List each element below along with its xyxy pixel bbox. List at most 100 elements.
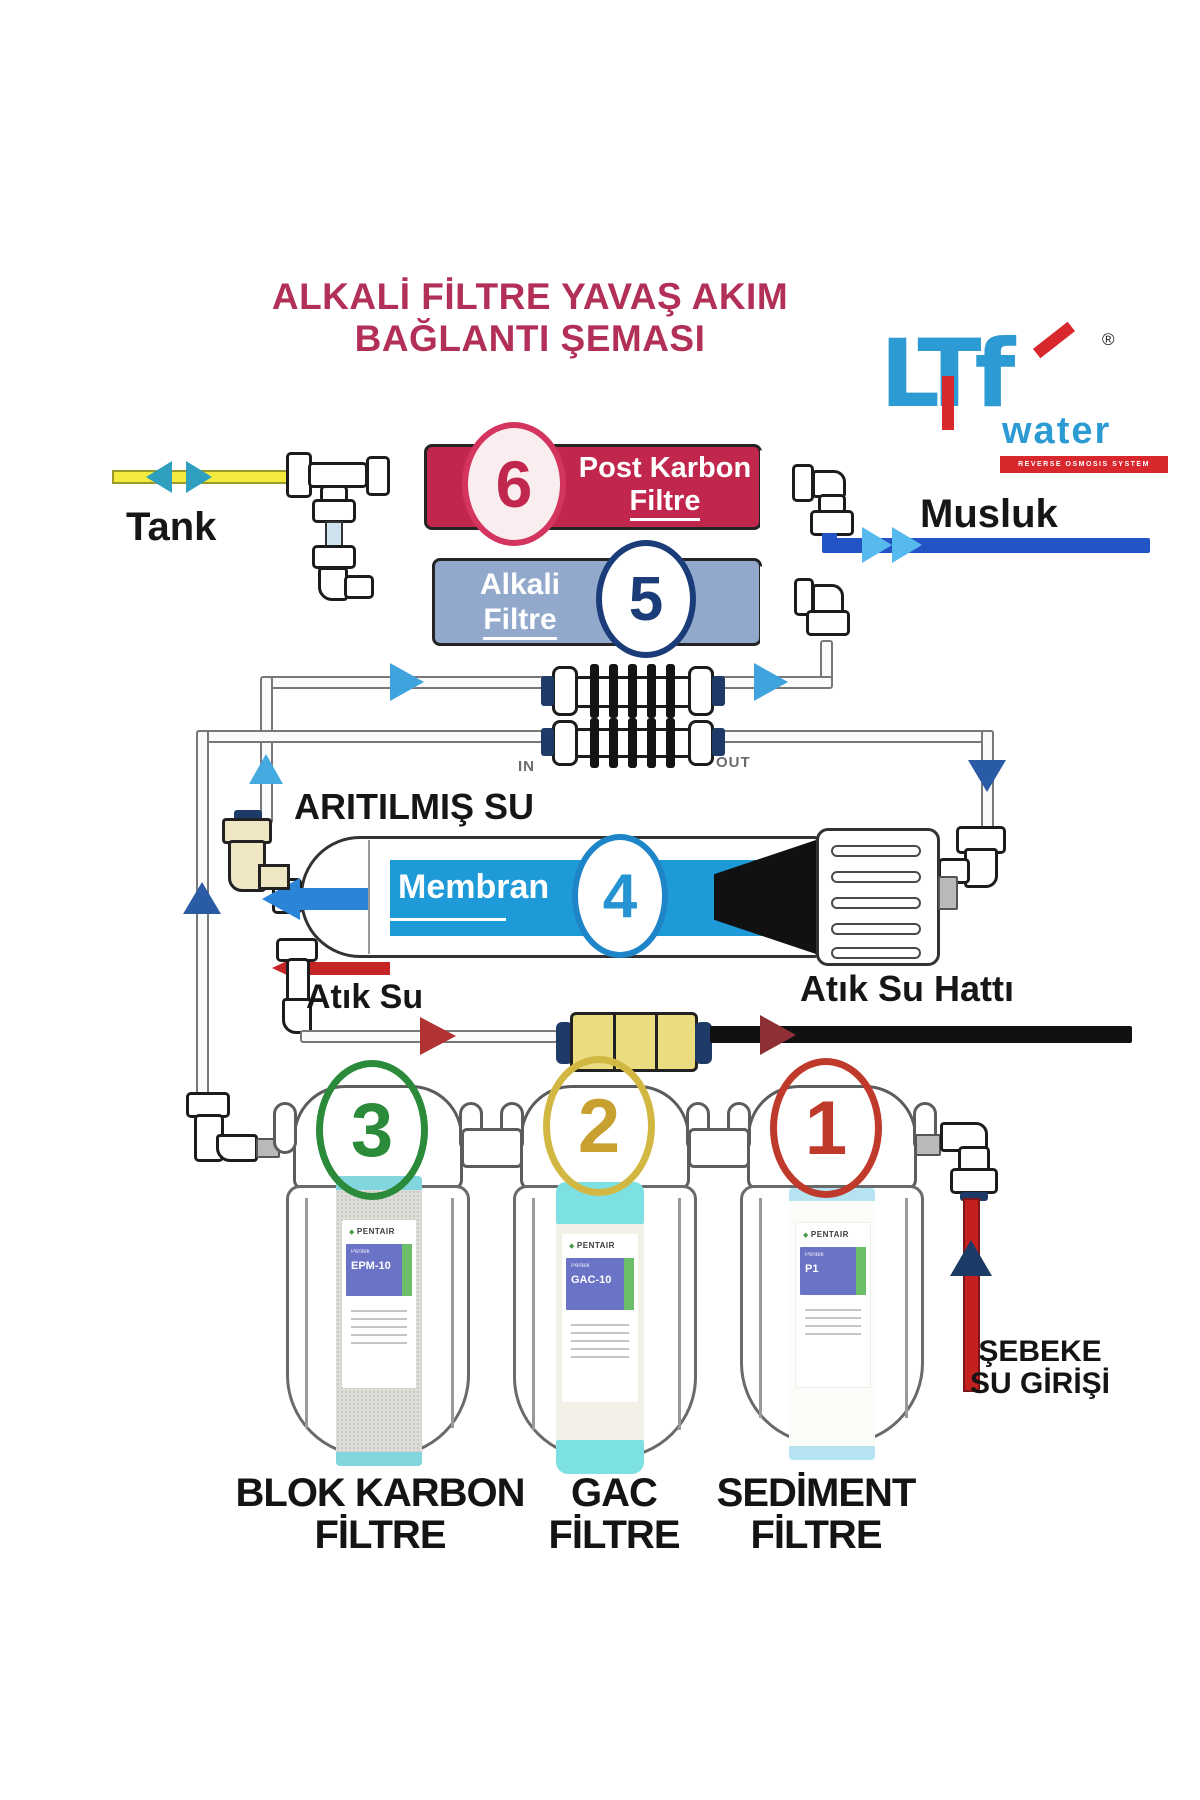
sebeke-line1: ŞEBEKE [978, 1335, 1102, 1368]
stage1-label: SEDİMENT FİLTRE [676, 1472, 956, 1556]
pentair-logo-icon: ◆ [803, 1232, 809, 1239]
logo-water-text: water [1002, 410, 1112, 452]
cap-slot [831, 897, 921, 909]
tank-label: Tank [126, 505, 217, 549]
filter6-outlet-stub [792, 464, 814, 502]
housing-wall-line [532, 1198, 535, 1430]
coupling-rib [609, 718, 618, 768]
cartridge-brand: ◆PENTAIR [569, 1241, 615, 1250]
permeate-flow-arrow-icon [754, 663, 788, 701]
housing1-inlet-stub [915, 1134, 941, 1156]
waste-line-black [710, 1026, 1132, 1043]
cartridge-spec-lines [342, 1304, 416, 1350]
filter6-name-line2: Filtre [570, 485, 760, 522]
title-line1: ALKALİ FİLTRE YAVAŞ AKIM [271, 276, 789, 317]
housing-wall-line [905, 1198, 908, 1418]
filter5-elbow-nut [806, 610, 850, 636]
coupling-rib [590, 718, 599, 768]
membrane-ribbed-cap [816, 828, 940, 966]
feed-pipe-horizontal [196, 730, 556, 743]
feed-pipe-vertical [196, 730, 209, 1098]
filter5-name-line1: Alkali [479, 568, 561, 601]
filter6-name-line1: Post Karbon [578, 452, 752, 484]
atik-su-hatti-label: Atık Su Hattı [800, 968, 1015, 1009]
stage2-label: GAC FİLTRE [474, 1472, 754, 1556]
feed-arrow-up-icon [183, 882, 221, 914]
mains-nut-edge [960, 1192, 988, 1201]
pentair-logo-icon: ◆ [569, 1243, 575, 1250]
cartridge-spec-lines [562, 1318, 638, 1364]
stage1-label-line1: SEDİMENT [716, 1471, 917, 1515]
coupling-out-label: OUT [716, 754, 751, 771]
stage-5-badge: 5 [596, 540, 696, 658]
tee-elbow-arm [344, 575, 374, 599]
stage-3-badge: 3 [316, 1060, 428, 1200]
restrictor-seam [613, 1015, 616, 1069]
housing3-ear-left [273, 1102, 297, 1154]
cartridge-brand: ◆PENTAIR [349, 1227, 395, 1236]
cartridge-series: Pentek [351, 1249, 370, 1255]
cap-slot [831, 947, 921, 959]
brass-elbow-cap [222, 818, 272, 844]
tank-flow-right-arrow-icon [186, 461, 212, 493]
permeate-out-arrow-tail [298, 888, 368, 910]
coupling-bottom-left-ring [552, 720, 578, 766]
coupling-rib [609, 664, 618, 718]
filter6-left-cone [390, 450, 426, 534]
page-title: ALKALİ FİLTRE YAVAŞ AKIM BAĞLANTI ŞEMASI [140, 276, 920, 360]
cartridge-model-block: Pentek GAC-10 [566, 1258, 634, 1310]
brass-elbow-arm [258, 864, 290, 890]
logo-tagline-banner: REVERSE OSMOSIS SYSTEM [1000, 456, 1168, 473]
cartridge-series: Pentek [571, 1263, 590, 1269]
coupling-rib [628, 664, 637, 718]
coupling-top-right-cap [712, 676, 725, 706]
sebeke-label: ŞEBEKE SU GİRİŞİ [910, 1336, 1170, 1399]
cartridge-green-stripe [856, 1247, 866, 1295]
mains-flow-arrow-icon [950, 1240, 992, 1276]
logo-red-slash [1032, 321, 1076, 359]
coupling-rib [590, 664, 599, 718]
coupling-top-left-cap [541, 676, 554, 706]
filter5-name-line2: Filtre [445, 602, 595, 640]
coupling-in-label: IN [518, 758, 535, 775]
filter6-inlet-stub [366, 456, 390, 496]
stage-6-badge: 6 [462, 422, 566, 546]
faucet-flow-arrow-icon [862, 527, 892, 563]
cap-slot [831, 871, 921, 883]
housing3-feed-elbow [216, 1134, 258, 1162]
mains-elbow-nut [950, 1168, 998, 1194]
housing-wall-line [305, 1198, 308, 1428]
permeate-pipe-vertical [260, 676, 273, 824]
waste-out-arrow-tail [304, 962, 390, 975]
membrane-feed-horizontal [712, 730, 994, 743]
cartridge-p1: ◆PENTAIR Pentek P1 [789, 1188, 875, 1460]
sebeke-line2: SU GİRİŞİ [969, 1366, 1111, 1400]
coupling-bottom-right-ring [688, 720, 714, 766]
stage3-label-line1: BLOK KARBON [235, 1471, 526, 1515]
housing2-1-connector [688, 1128, 750, 1168]
coupling-rib [647, 718, 656, 768]
waste-flow-arrow-icon [420, 1017, 456, 1055]
cap-slot [831, 923, 921, 935]
housing-wall-line [678, 1198, 681, 1430]
cartridge-model: GAC-10 [571, 1274, 612, 1286]
cartridge-series: Pentek [805, 1252, 824, 1258]
cartridge-label: ◆PENTAIR Pentek EPM-10 [342, 1220, 416, 1388]
restrictor-seam [655, 1015, 658, 1069]
housing-wall-line [759, 1198, 762, 1418]
cartridge-model-block: Pentek EPM-10 [346, 1244, 412, 1296]
logo-red-bar [942, 376, 954, 430]
tee-riser-pipe [325, 521, 343, 547]
tank-flow-left-arrow-icon [146, 461, 172, 493]
membrane-shell-seam [368, 840, 370, 954]
stage3-label-line2: FİLTRE [314, 1513, 446, 1557]
filter6-name: Post Karbon Filtre [570, 452, 760, 522]
aritilmis-su-label: ARITILMIŞ SU [294, 786, 534, 827]
cartridge-green-stripe [624, 1258, 634, 1310]
coupling-rib [628, 718, 637, 768]
stage1-label-line2: FİLTRE [750, 1513, 882, 1557]
cartridge-model: EPM-10 [351, 1260, 391, 1272]
waste-line-arrow-icon [760, 1015, 796, 1055]
pentair-logo-icon: ◆ [349, 1229, 355, 1236]
filter6-right-cone [760, 450, 796, 534]
